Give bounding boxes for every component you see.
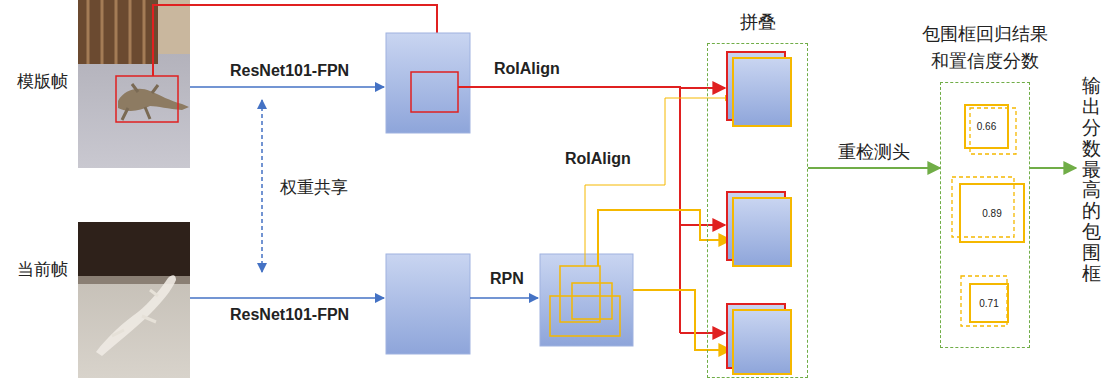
proposal-roi-arrow	[585, 98, 731, 266]
lizard-legs	[122, 84, 158, 120]
wood-fence	[78, 0, 158, 64]
template-feature-map	[386, 33, 470, 133]
stacked-features	[727, 52, 791, 374]
rpn-label: RPN	[490, 270, 524, 288]
backbone-label: ResNet101-FPN	[230, 62, 349, 80]
template-frame: 模版帧	[78, 0, 190, 168]
output-label: 输出分数最高的包围框	[1082, 76, 1101, 285]
edge-label: 重检测头	[836, 140, 912, 164]
template-roi-arrow	[680, 224, 725, 226]
group-heading: 包围框回归结果 和置信度分数	[918, 21, 1052, 75]
score-value: 0.71	[979, 298, 998, 309]
group-heading: 拼叠	[740, 9, 776, 36]
score-value: 0.89	[982, 208, 1001, 219]
current-frame: 当前帧	[78, 222, 190, 378]
regressed-boxes	[952, 108, 1016, 326]
output-arrow	[1030, 167, 1076, 169]
score-box: 0.66	[964, 104, 1009, 149]
roialign-label: RoIAlign	[494, 60, 560, 78]
weight-sharing-arrow	[261, 100, 263, 272]
template-box	[116, 76, 178, 122]
result-group: 0.660.890.71包围框回归结果 和置信度分数	[940, 82, 1030, 348]
carpet	[78, 0, 190, 168]
score-box: 0.71	[969, 283, 1009, 323]
frame-label: 当前帧	[17, 258, 68, 281]
furniture	[78, 222, 190, 276]
stack-group: 拼叠	[707, 43, 808, 378]
rpn-arrow	[470, 297, 538, 299]
score-value: 0.66	[977, 121, 996, 132]
backbone-arrow	[190, 297, 384, 299]
template-roi-arrow	[680, 332, 725, 334]
template-roi	[411, 72, 458, 112]
wall	[158, 0, 190, 54]
backbone-label: ResNet101-FPN	[230, 306, 349, 324]
fence-slats	[88, 0, 144, 64]
template-photo	[78, 0, 190, 168]
rpn-feature-map	[540, 254, 633, 346]
flow-arrow	[808, 167, 940, 169]
current-feature-map	[386, 254, 470, 354]
frame-label: 模版帧	[17, 70, 68, 93]
proposal-boxes	[550, 266, 620, 336]
current-photo	[78, 222, 190, 378]
template-roi-arrow	[680, 87, 725, 89]
backbone-arrow	[190, 86, 384, 88]
lizard-legs	[112, 290, 158, 336]
carpet	[78, 222, 190, 378]
weight-sharing-label: 权重共享	[280, 176, 348, 199]
proposal-roi-arrow	[598, 210, 731, 266]
score-box: 0.89	[959, 183, 1025, 243]
proposal-roi-arrow	[633, 290, 731, 350]
roialign-label: RoIAlign	[565, 150, 631, 168]
blurred-lizard	[96, 275, 176, 356]
